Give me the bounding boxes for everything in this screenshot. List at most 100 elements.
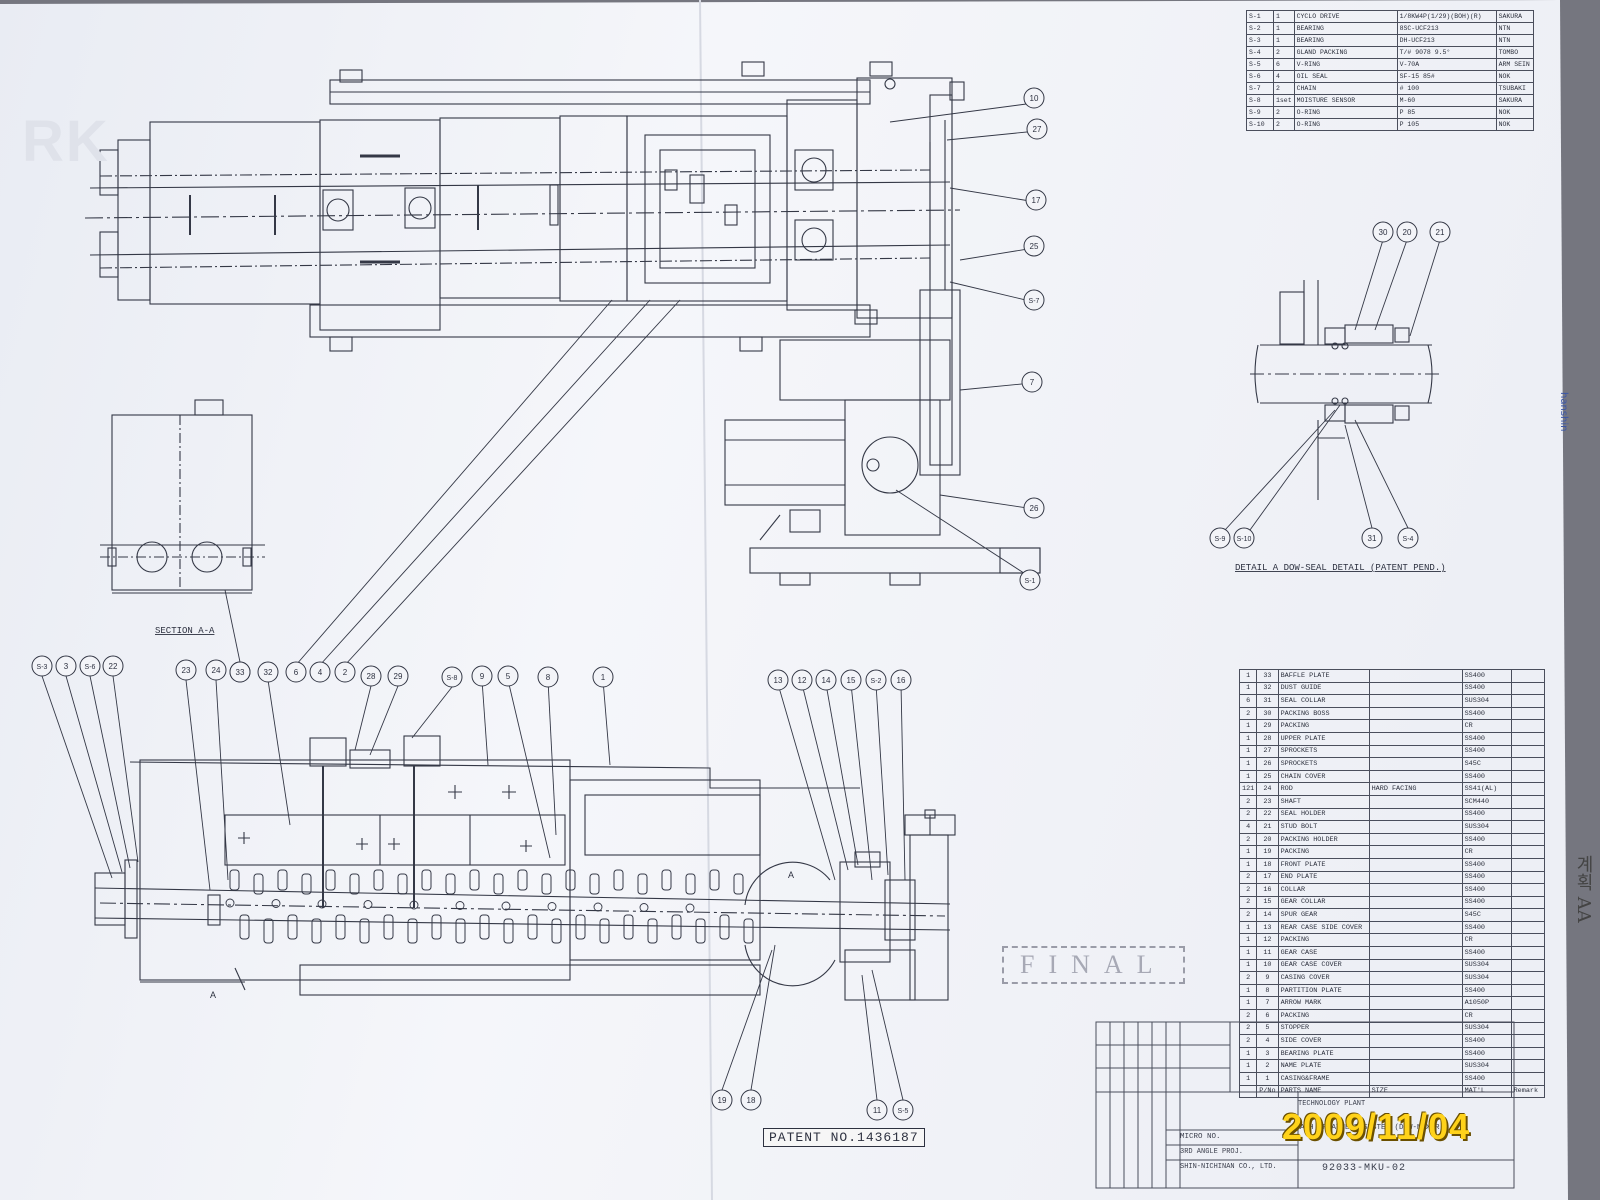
parts-rem <box>1510 832 1545 847</box>
balloon-29: 29 <box>387 665 409 687</box>
purchased-no: S-1 <box>1246 10 1274 23</box>
patent-number: PATENT NO.1436187 <box>763 1128 925 1147</box>
balloon-label: 19 <box>718 1096 727 1105</box>
rod-hole <box>455 901 465 910</box>
parts-name: STOPPER <box>1277 1021 1370 1036</box>
parts-qty: 2 <box>1238 706 1258 721</box>
balloon-callouts: 10271725S-7726S-164233302021S-9S-1031S-4… <box>31 87 1451 1121</box>
parts-rem <box>1510 669 1545 683</box>
parts-no: 9 <box>1256 971 1279 985</box>
parts-rem <box>1510 681 1545 696</box>
parts-rem <box>1510 807 1545 822</box>
balloon-label: S-8 <box>447 675 458 682</box>
parts-mat: SS400 <box>1461 946 1512 960</box>
detail-a-leaders <box>1224 239 1441 531</box>
parts-size <box>1368 845 1463 859</box>
parts-mat: SS400 <box>1461 983 1512 998</box>
rod-lower <box>335 914 346 940</box>
parts-no: 27 <box>1256 744 1279 759</box>
parts-mat: SS400 <box>1461 1072 1512 1086</box>
balloon-6: 6 <box>285 661 307 683</box>
rod-upper <box>349 873 360 895</box>
parts-no: 29 <box>1256 719 1279 733</box>
rod-hole <box>409 900 419 910</box>
parts-mat: SS400 <box>1461 870 1512 885</box>
parts-rem <box>1510 933 1545 948</box>
parts-rem <box>1510 731 1545 746</box>
parts-size <box>1368 933 1463 948</box>
balloon-label: 30 <box>1379 228 1388 237</box>
rod-lower <box>599 918 610 944</box>
parts-no: 12 <box>1256 933 1279 948</box>
rod-upper <box>589 873 600 895</box>
balloon-5: 5 <box>497 665 519 687</box>
parts-mat: CR <box>1461 719 1512 733</box>
parts-rem: Remark <box>1510 1084 1545 1099</box>
purchased-maker: TOMBO <box>1495 46 1534 59</box>
balloon-label: 26 <box>1030 504 1039 513</box>
purchased-name: OIL SEAL <box>1293 70 1398 83</box>
parts-qty: 2 <box>1238 971 1258 985</box>
rod-rows <box>229 869 754 944</box>
rod-upper <box>469 869 480 891</box>
parts-mat: SS400 <box>1461 832 1512 847</box>
parts-no: 7 <box>1256 996 1279 1011</box>
parts-name: FRONT PLATE <box>1277 857 1370 872</box>
rod-upper <box>661 869 672 891</box>
balloon-label: S-6 <box>85 664 96 671</box>
rod-lower <box>743 918 754 944</box>
parts-name: UPPER PLATE <box>1277 731 1370 746</box>
parts-size <box>1368 1009 1463 1023</box>
balloon-S-4: S-4 <box>1397 527 1419 549</box>
parts-mat: CR <box>1461 933 1512 948</box>
balloon-label: 31 <box>1368 534 1377 543</box>
parts-name: PACKING <box>1277 1009 1370 1023</box>
balloon-label: 4 <box>318 668 323 677</box>
rod-lower <box>527 914 538 940</box>
parts-size <box>1368 731 1463 746</box>
purchased-no: S-10 <box>1246 118 1274 131</box>
balloon-23: 23 <box>175 659 197 681</box>
purchased-qty: 1set <box>1273 94 1295 107</box>
parts-mat: SS400 <box>1461 669 1512 683</box>
final-stamp: FINAL <box>1002 946 1185 984</box>
balloon-S-10: S-10 <box>1233 527 1255 549</box>
parts-no: P/No <box>1256 1084 1279 1099</box>
balloon-label: 1 <box>601 673 606 682</box>
parts-qty: 4 <box>1238 820 1258 834</box>
parts-no: 26 <box>1256 757 1279 771</box>
parts-mat: S45C <box>1461 908 1512 922</box>
parts-rem <box>1510 1046 1545 1061</box>
parts-size <box>1368 694 1463 708</box>
parts-name: PACKING <box>1277 845 1370 859</box>
parts-mat: CR <box>1461 1009 1512 1023</box>
rod-hole <box>363 900 373 909</box>
parts-size <box>1368 883 1463 897</box>
balloon-27: 27 <box>1026 118 1048 140</box>
purchased-maker: NOK <box>1495 118 1534 131</box>
parts-name: GEAR CASE <box>1277 946 1370 960</box>
rod-upper <box>565 869 576 891</box>
balloon-S-8: S-8 <box>441 666 463 688</box>
parts-qty: 1 <box>1238 731 1258 746</box>
rod-upper <box>685 873 696 895</box>
detail-caption: DETAIL A DOW-SEAL DETAIL (PATENT PEND.) <box>1235 563 1446 573</box>
parts-qty: 1 <box>1238 920 1258 935</box>
purchased-spec: 8SC-UCF213 <box>1396 22 1497 35</box>
balloon-S-3: S-3 <box>31 655 53 677</box>
parts-name: STUD BOLT <box>1277 820 1370 834</box>
rod-hole <box>271 899 281 908</box>
rod-lower <box>551 918 562 944</box>
